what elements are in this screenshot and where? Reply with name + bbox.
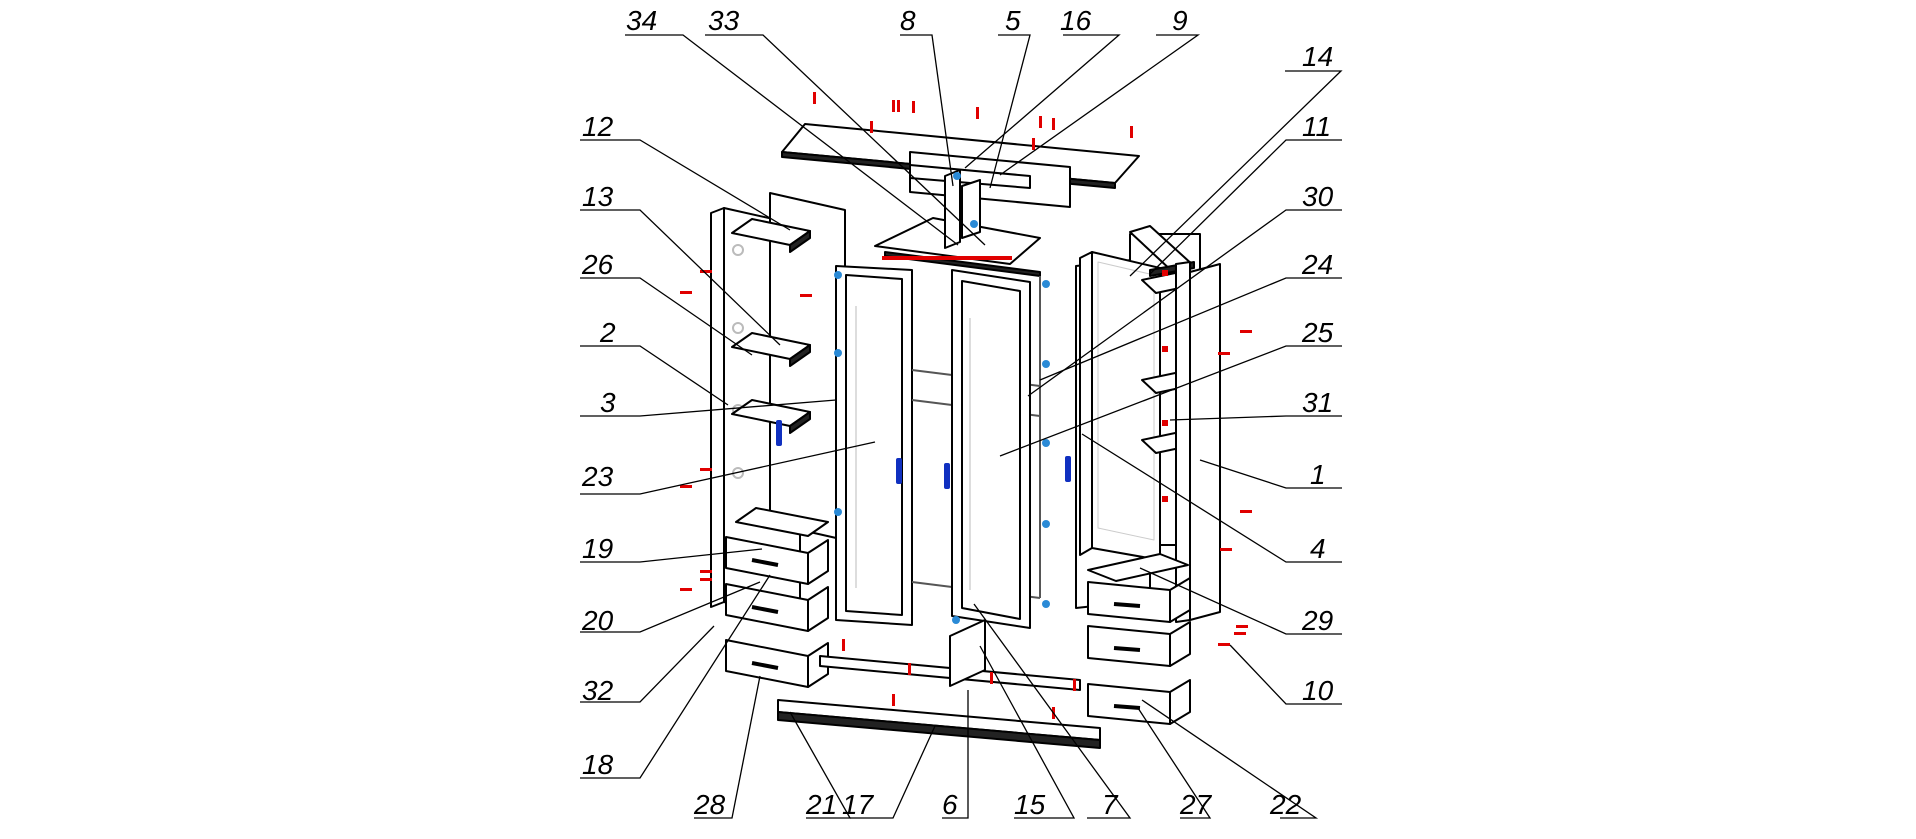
center-mirror-door-left bbox=[951, 269, 1031, 629]
label-11: 11 bbox=[1302, 111, 1331, 142]
left-mirror-door bbox=[835, 265, 913, 626]
right-side-panel bbox=[1175, 261, 1221, 623]
handle-icon bbox=[776, 420, 782, 446]
label-14: 14 bbox=[1302, 41, 1333, 72]
top-panel bbox=[781, 123, 1140, 208]
label-31: 31 bbox=[1302, 387, 1333, 418]
leader-lines bbox=[580, 34, 1343, 819]
label-20: 20 bbox=[581, 605, 614, 636]
right-drawers bbox=[1087, 553, 1191, 725]
handle-icon bbox=[896, 458, 902, 484]
label-7: 7 bbox=[1102, 789, 1119, 820]
label-26: 26 bbox=[581, 249, 614, 280]
label-5: 5 bbox=[1005, 5, 1021, 36]
label-32: 32 bbox=[582, 675, 614, 706]
label-6: 6 bbox=[942, 789, 958, 820]
label-1: 1 bbox=[1310, 459, 1326, 490]
fittings bbox=[680, 92, 1252, 719]
label-21: 21 bbox=[805, 789, 837, 820]
label-25: 25 bbox=[1301, 317, 1334, 348]
handle-icon bbox=[1065, 456, 1071, 482]
label-27: 27 bbox=[1179, 789, 1213, 820]
label-30: 30 bbox=[1302, 181, 1334, 212]
label-10: 10 bbox=[1302, 675, 1334, 706]
left-back-panel bbox=[769, 192, 846, 541]
label-28: 28 bbox=[693, 789, 726, 820]
label-18: 18 bbox=[582, 749, 614, 780]
label-9: 9 bbox=[1172, 5, 1188, 36]
label-33: 33 bbox=[708, 5, 740, 36]
door-handles bbox=[776, 420, 1071, 489]
label-29: 29 bbox=[1301, 605, 1333, 636]
center-bottom-divider bbox=[949, 619, 986, 687]
label-22: 22 bbox=[1269, 789, 1302, 820]
right-cabinet bbox=[1079, 225, 1195, 561]
label-16: 16 bbox=[1060, 5, 1092, 36]
label-23: 23 bbox=[581, 461, 614, 492]
label-24: 24 bbox=[1301, 249, 1333, 280]
label-19: 19 bbox=[582, 533, 613, 564]
left-drawers bbox=[725, 507, 829, 688]
label-17: 17 bbox=[842, 789, 875, 820]
label-34: 34 bbox=[626, 5, 657, 36]
label-12: 12 bbox=[582, 111, 614, 142]
label-15: 15 bbox=[1014, 789, 1046, 820]
label-13: 13 bbox=[582, 181, 614, 212]
label-4: 4 bbox=[1310, 533, 1326, 564]
label-3: 3 bbox=[600, 387, 616, 418]
label-2: 2 bbox=[599, 317, 616, 348]
part-labels: 34 33 8 5 16 9 14 12 11 13 30 26 24 2 25… bbox=[581, 5, 1334, 820]
hinges bbox=[834, 172, 1050, 624]
handle-icon bbox=[944, 463, 950, 489]
label-8: 8 bbox=[900, 5, 916, 36]
